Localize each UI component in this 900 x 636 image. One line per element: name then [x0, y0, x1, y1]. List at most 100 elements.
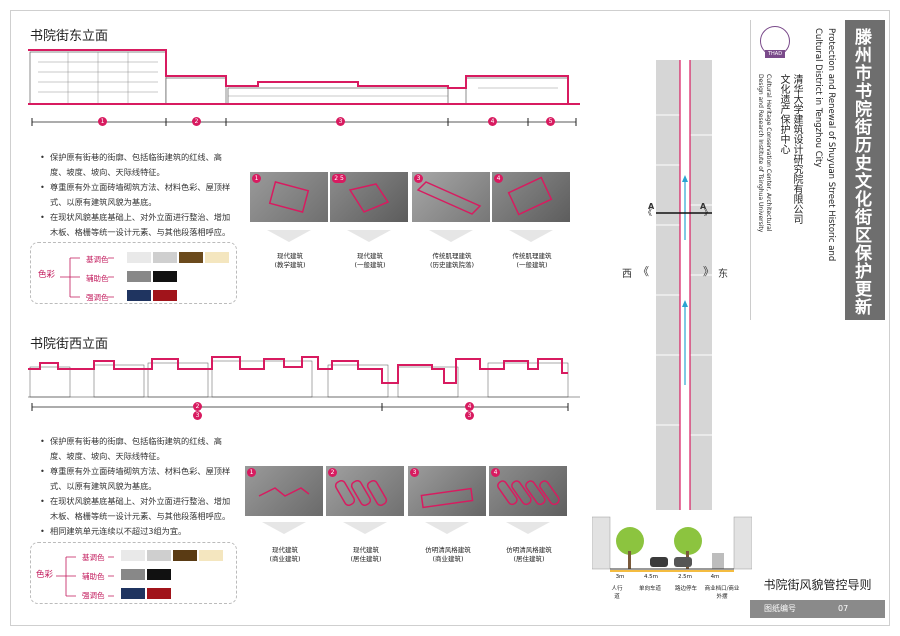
east-bullets: 保护原有街巷的街廓、包括临街建筑的红线、高度、坡度、坡向、天际线特征。 尊重原有…	[38, 150, 238, 240]
west-swatch	[147, 550, 171, 561]
arrow-down	[347, 230, 391, 242]
english-title-line-1: Protection and Renewal of Shuyuan Street…	[826, 28, 836, 262]
west-photo-4: 4	[489, 466, 567, 516]
west-swatch	[199, 550, 223, 561]
arrow-down	[506, 522, 550, 534]
west-aux-color-label: 辅助色	[82, 572, 105, 581]
east-swatch	[205, 252, 229, 263]
west-photo-caption: 仿明清风格建筑(商业建筑)	[425, 546, 471, 563]
drawing-number-label: 图纸编号	[764, 604, 796, 613]
east-aux-color-label: 辅助色	[86, 274, 109, 283]
main-title: 滕州市书院街历史文化街区保护更新	[851, 28, 871, 316]
photo-number: 3	[414, 174, 423, 183]
west-photo-caption: 现代建筑(商业建筑)	[269, 546, 301, 563]
org-english-1: Cultural Heritage Conservation Center, A…	[765, 74, 772, 232]
west-photo-3: 3	[408, 466, 486, 516]
west-color-panel	[30, 542, 237, 604]
section-mark-a-left: A	[648, 202, 655, 211]
east-segment-3: 3	[336, 117, 345, 126]
west-segment-3b: 3	[465, 411, 474, 420]
west-bullets: 保护原有街巷的街廓、包括临街建筑的红线、高度、坡度、坡向、天际线特征。 尊重原有…	[38, 434, 238, 539]
label-sidewalk: 人行道	[611, 586, 623, 600]
east-direction-label: 东	[718, 269, 728, 280]
dim-3m: 3m	[615, 574, 625, 580]
east-color-panel	[30, 242, 237, 304]
photo-number: 2	[328, 468, 337, 477]
east-photo-caption: 现代建筑(一般建筑)	[354, 252, 386, 269]
east-photo-4: 4	[492, 172, 570, 222]
east-bullet: 在现状风貌基底基础上、对外立面进行整治、增加木板、格栅等统一设计元素、与其他段落…	[38, 210, 238, 240]
east-swatch	[179, 252, 203, 263]
west-base-color-label: 基调色	[82, 553, 105, 562]
east-chevron-icon: 》	[703, 265, 714, 278]
west-chevron-icon: 《	[638, 265, 649, 278]
east-photo-caption: 传统肌理建筑(一般建筑)	[512, 252, 552, 269]
west-photo-2: 2	[326, 466, 404, 516]
title-block	[750, 20, 886, 320]
east-photo-2: 2 5	[330, 172, 408, 222]
sheet-frame	[10, 10, 890, 626]
photo-number: 3	[410, 468, 419, 477]
arrow-down	[429, 230, 473, 242]
east-segment-2: 2	[192, 117, 201, 126]
east-swatch	[153, 290, 177, 301]
east-bullet: 保护原有街巷的街廓、包括临街建筑的红线、高度、坡度、坡向、天际线特征。	[38, 150, 238, 180]
west-accent-color-label: 强调色	[82, 591, 105, 600]
arrow-down	[267, 230, 311, 242]
west-swatch	[121, 550, 145, 561]
org-english-2: Design and Research Institute of Tsinghu…	[757, 74, 764, 233]
svg-text:《: 《	[644, 208, 652, 217]
photo-number: 1	[252, 174, 261, 183]
arrow-down	[262, 522, 306, 534]
label-roadside-parking: 路边停车	[674, 586, 697, 592]
east-photo-1: 1	[250, 172, 328, 222]
arrow-down	[425, 522, 469, 534]
east-segment-1: 1	[98, 117, 107, 126]
west-swatch	[121, 588, 145, 599]
dim-2-5m: 2.5m	[677, 574, 693, 580]
arrow-down	[343, 522, 387, 534]
english-title-line-2: Cultural District in Tengzhou City	[813, 28, 823, 168]
photo-number: 1	[247, 468, 256, 477]
east-elevation-drawing	[28, 49, 580, 126]
west-color-title: 色彩	[36, 570, 54, 580]
east-photo-3: 3	[412, 172, 490, 222]
west-swatch	[173, 550, 197, 561]
title-band	[845, 20, 885, 320]
label-commercial-frontage: 商业档口/商业外摆	[704, 586, 740, 600]
label-one-way-lane: 单向车道	[638, 586, 661, 592]
section-mark-a-right: A	[700, 202, 707, 211]
west-photo-caption: 仿明清风格建筑(居住建筑)	[506, 546, 552, 563]
east-swatch	[153, 252, 177, 263]
photo-number: 4	[494, 174, 503, 183]
arrow-down	[509, 230, 553, 242]
east-segment-5: 5	[546, 117, 555, 126]
west-color-bracket	[56, 556, 114, 597]
east-segment-4: 4	[488, 117, 497, 126]
street-section-drawing	[592, 516, 752, 572]
sheet-title: 书院街风貌管控导则	[763, 578, 872, 592]
east-color-bracket	[60, 257, 114, 298]
west-bullet: 在现状风貌基底基础上、对外立面进行整治、增加木板、格栅等统一设计元素、与其他段落…	[38, 494, 238, 524]
svg-text:》: 》	[704, 208, 712, 217]
photo-number: 2 5	[332, 174, 346, 183]
west-elevation-title: 书院街西立面	[30, 337, 109, 352]
east-color-title: 色彩	[38, 270, 56, 280]
west-swatch	[147, 588, 171, 599]
west-photo-1: 1	[245, 466, 323, 516]
west-bullet: 保护原有街巷的街廓、包括临街建筑的红线、高度、坡度、坡向、天际线特征。	[38, 434, 238, 464]
west-bullet: 相同建筑单元连续以不超过3组为宜。	[38, 524, 238, 539]
east-bullet: 尊重原有外立面砖墙砌筑方法、材料色彩、屋顶样式、以原有建筑风貌为基底。	[38, 180, 238, 210]
drawing-number-bar: 图纸编号 07	[750, 600, 885, 618]
east-photo-caption: 现代建筑(教学建筑)	[274, 252, 306, 269]
east-swatch	[127, 290, 151, 301]
dim-4m: 4m	[710, 574, 720, 580]
photo-number: 4	[491, 468, 500, 477]
dim-4-5m: 4.5m	[643, 574, 659, 580]
street-plan: 《 》	[644, 60, 712, 510]
east-base-color-label: 基调色	[86, 255, 109, 264]
org-name-2: 文化遗产保护中心	[778, 74, 789, 154]
east-elevation-title: 书院街东立面	[30, 29, 109, 44]
west-bullet: 尊重原有外立面砖墙砌筑方法、材料色彩、屋顶样式、以原有建筑风貌为基底。	[38, 464, 238, 494]
west-swatch	[147, 569, 171, 580]
